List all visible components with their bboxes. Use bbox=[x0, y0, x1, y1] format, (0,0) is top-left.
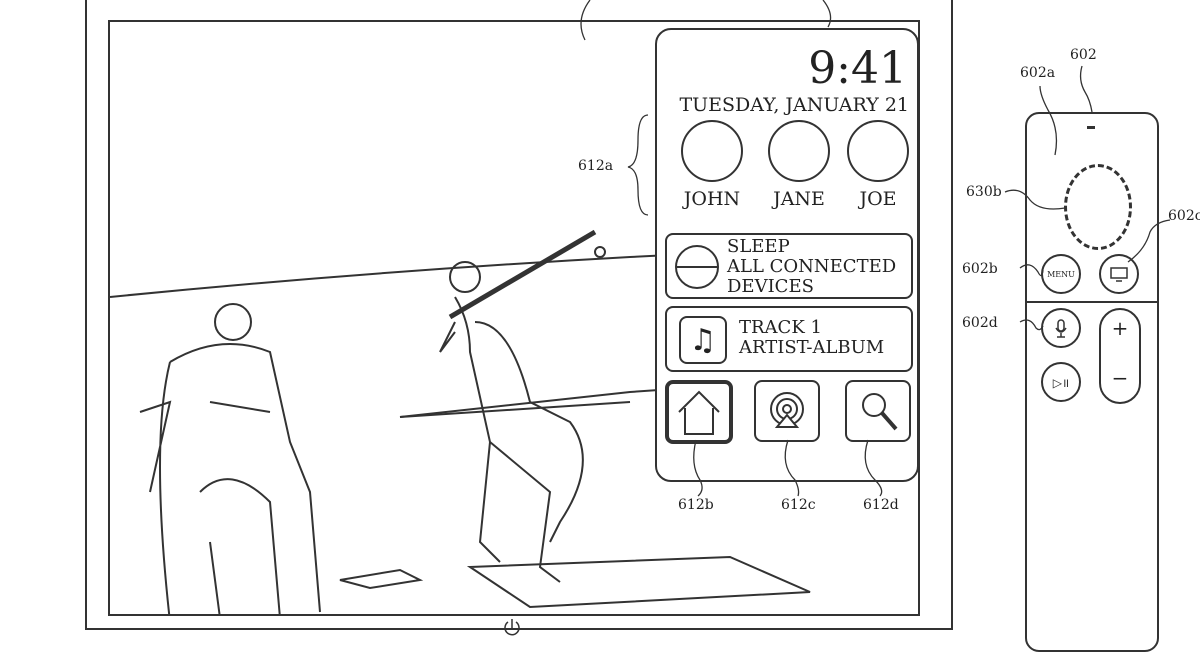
volume-rocker[interactable]: + − bbox=[1099, 308, 1141, 404]
volume-up-button[interactable]: + bbox=[1111, 316, 1129, 340]
home-icon bbox=[678, 390, 720, 435]
ref-label-602c: 602c bbox=[1168, 208, 1200, 224]
user-joe[interactable]: JOE bbox=[833, 120, 923, 210]
user-name: JOE bbox=[859, 188, 897, 210]
track-title: TRACK 1 bbox=[739, 317, 822, 338]
now-playing-button[interactable]: ♫ TRACK 1 ARTIST-ALBUM bbox=[665, 306, 913, 372]
search-button[interactable] bbox=[845, 380, 911, 442]
menu-label: MENU bbox=[1047, 269, 1075, 279]
ref-label-612a: 612a bbox=[578, 158, 614, 174]
remote-indicator-light bbox=[1087, 126, 1095, 129]
touch-surface-divider bbox=[1027, 301, 1157, 303]
clock-date: TUESDAY, JANUARY 21 bbox=[679, 94, 909, 116]
ref-label-612b: 612b bbox=[678, 497, 714, 513]
volume-down-button[interactable]: − bbox=[1111, 366, 1129, 390]
ref-label-612d: 612d bbox=[863, 497, 899, 513]
play-pause-button[interactable]: ▷॥ bbox=[1041, 362, 1081, 402]
clock-time: 9:41 bbox=[808, 43, 907, 94]
airplay-button[interactable] bbox=[754, 380, 820, 442]
tv-icon bbox=[1110, 267, 1128, 282]
power-icon[interactable] bbox=[502, 617, 522, 637]
sleep-label: ALL CONNECTED bbox=[727, 256, 897, 277]
sleep-label: DEVICES bbox=[727, 276, 814, 297]
play-pause-icon: ▷॥ bbox=[1052, 375, 1070, 390]
artist-album: ARTIST-ALBUM bbox=[739, 337, 885, 358]
ref-label-602: 602 bbox=[1070, 47, 1097, 63]
user-name: JANE bbox=[773, 188, 825, 210]
ref-label-630b: 630b bbox=[966, 184, 1002, 200]
avatar bbox=[768, 120, 830, 182]
home-button[interactable] bbox=[665, 380, 733, 444]
control-center-panel: 9:41 TUESDAY, JANUARY 21 JOHN JANE JOE S… bbox=[655, 28, 919, 482]
ref-label-602a: 602a bbox=[1020, 65, 1056, 81]
search-icon bbox=[862, 393, 898, 431]
remote-control: MENU ▷॥ + − bbox=[1025, 112, 1159, 652]
avatar bbox=[681, 120, 743, 182]
baseball-scene-illustration bbox=[110, 229, 918, 614]
user-john[interactable]: JOHN bbox=[667, 120, 757, 210]
music-note-icon: ♫ bbox=[679, 316, 727, 364]
avatar bbox=[847, 120, 909, 182]
siri-mic-button[interactable] bbox=[1041, 308, 1081, 348]
video-screen bbox=[108, 20, 920, 616]
ref-label-602b: 602b bbox=[962, 261, 998, 277]
sleep-devices-button[interactable]: SLEEP ALL CONNECTED DEVICES bbox=[665, 233, 913, 299]
sleep-label: SLEEP bbox=[727, 236, 790, 257]
touch-surface-focus-indicator[interactable] bbox=[1064, 164, 1132, 250]
microphone-icon bbox=[1055, 319, 1067, 338]
sleep-icon bbox=[675, 245, 719, 289]
ref-label-612c: 612c bbox=[781, 497, 816, 513]
airplay-icon bbox=[770, 392, 804, 428]
user-name: JOHN bbox=[683, 188, 741, 210]
user-jane[interactable]: JANE bbox=[754, 120, 844, 210]
ref-label-602d: 602d bbox=[962, 315, 998, 331]
menu-button[interactable]: MENU bbox=[1041, 254, 1081, 294]
tv-button[interactable] bbox=[1099, 254, 1139, 294]
